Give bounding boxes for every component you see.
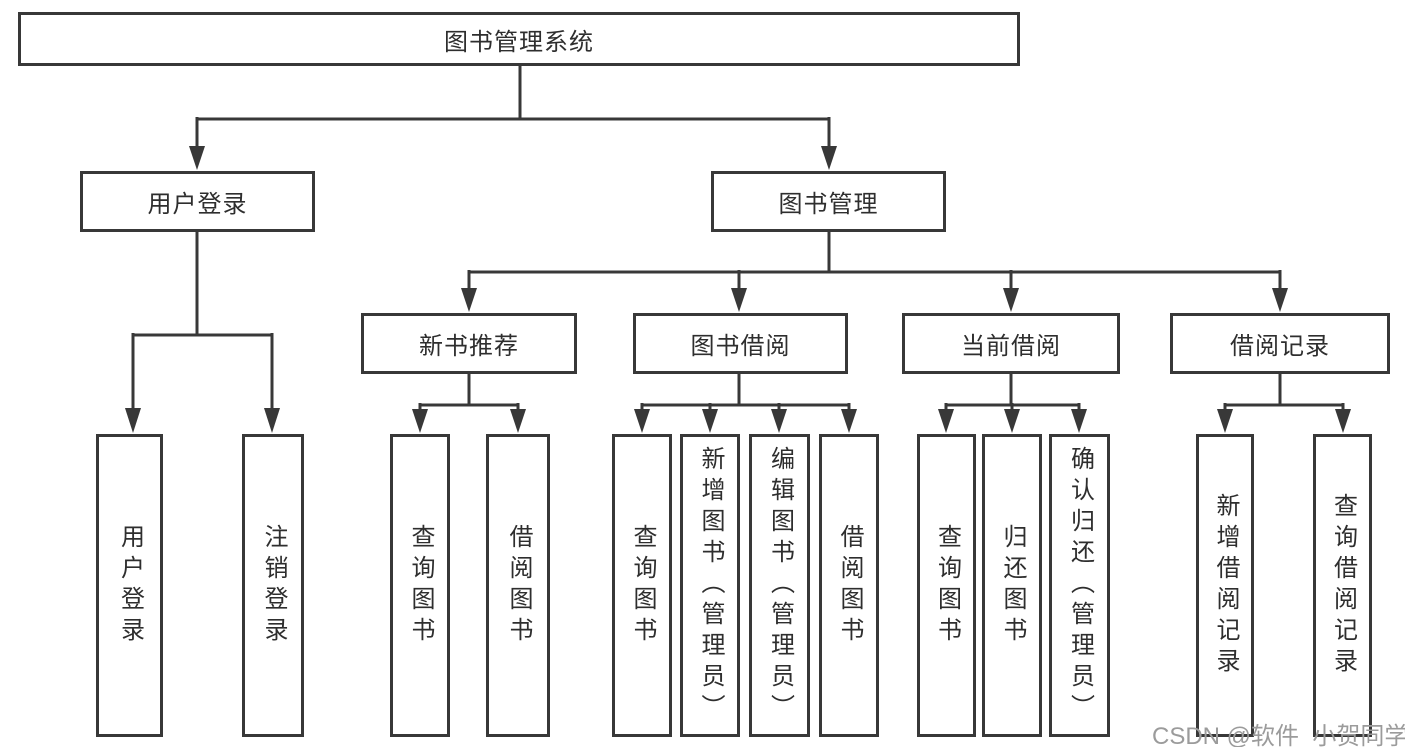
node-current-borrow: 当前借阅 xyxy=(902,313,1120,374)
leaf-user-login: 用户登录 xyxy=(96,434,163,737)
leaf-add-borrow-record: 新增借阅记录 xyxy=(1196,434,1254,737)
node-label: 图书借阅 xyxy=(690,333,791,360)
node-book-borrow: 图书借阅 xyxy=(633,313,848,374)
leaf-return-book: 归还图书 xyxy=(982,434,1042,737)
leaf-edit-book-admin: 编辑图书（管理员） xyxy=(749,434,810,737)
leaf-query-book-recommend: 查询图书 xyxy=(390,434,450,737)
node-label: 查询图书 xyxy=(407,523,434,648)
node-user-login: 用户登录 xyxy=(80,171,315,232)
leaf-add-book-admin: 新增图书（管理员） xyxy=(680,434,740,737)
leaf-confirm-return-admin: 确认归还（管理员） xyxy=(1049,434,1110,737)
node-library-system: 图书管理系统 xyxy=(18,12,1020,66)
node-label: 新书推荐 xyxy=(419,333,519,360)
node-label: 用户登录 xyxy=(116,523,144,648)
node-label: 注销登录 xyxy=(260,523,287,648)
node-new-book-recommend: 新书推荐 xyxy=(361,313,577,374)
leaf-query-book-borrow: 查询图书 xyxy=(612,434,672,737)
node-label: 借阅图书 xyxy=(836,523,863,648)
node-label: 图书管理 xyxy=(778,191,879,218)
node-label: 图书管理系统 xyxy=(444,28,594,56)
node-book-management: 图书管理 xyxy=(711,171,946,232)
leaf-borrow-book: 借阅图书 xyxy=(819,434,879,737)
leaf-query-book-current: 查询图书 xyxy=(917,434,976,737)
node-label: 新增借阅记录 xyxy=(1212,492,1239,679)
watermark-text: CSDN @软件_小贺同学 xyxy=(1152,723,1405,747)
node-label: 查询借阅记录 xyxy=(1329,492,1357,679)
node-label: 查询图书 xyxy=(933,523,961,648)
node-label: 新增图书（管理员） xyxy=(697,446,724,725)
leaf-query-borrow-record: 查询借阅记录 xyxy=(1313,434,1372,737)
leaf-borrow-book-recommend: 借阅图书 xyxy=(486,434,550,737)
node-borrow-records: 借阅记录 xyxy=(1170,313,1390,374)
node-label: 归还图书 xyxy=(999,523,1026,648)
node-label: 查询图书 xyxy=(629,523,656,648)
node-label: 借阅记录 xyxy=(1230,333,1330,360)
leaf-logout: 注销登录 xyxy=(242,434,304,737)
node-label: 确认归还（管理员） xyxy=(1066,446,1094,725)
node-label: 借阅图书 xyxy=(505,523,532,648)
node-label: 用户登录 xyxy=(147,191,248,218)
node-label: 当前借阅 xyxy=(961,333,1061,360)
node-label: 编辑图书（管理员） xyxy=(766,446,794,725)
